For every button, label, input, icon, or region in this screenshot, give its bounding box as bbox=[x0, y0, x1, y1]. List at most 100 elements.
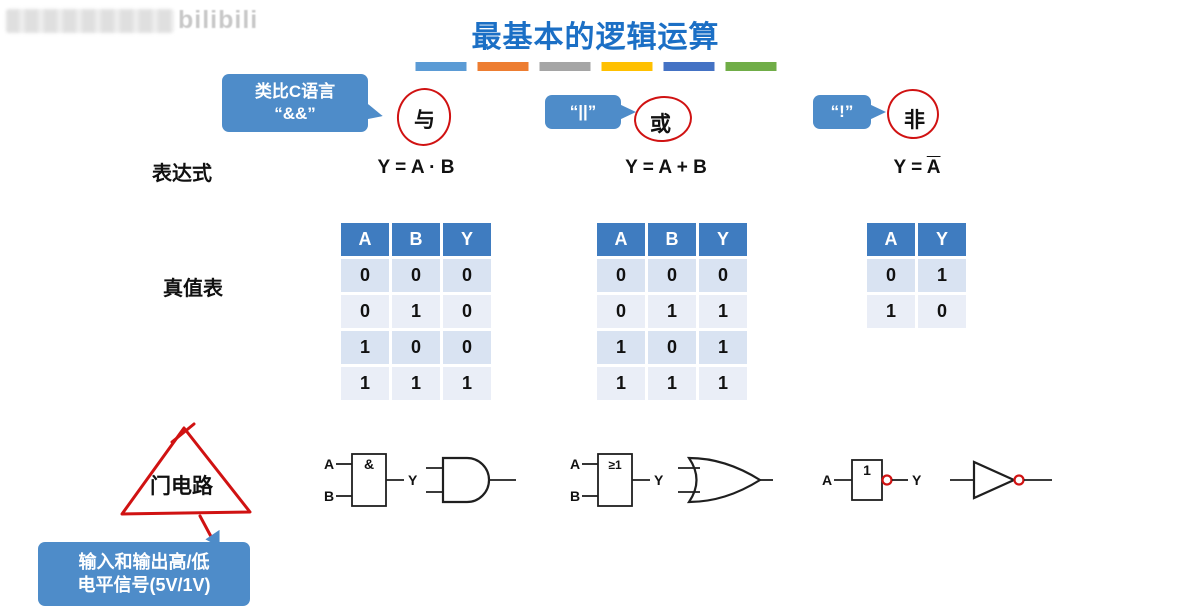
truth-header-cell: B bbox=[392, 223, 440, 256]
not-bubble bbox=[1013, 474, 1025, 486]
iec-and-gate: A B & Y bbox=[324, 453, 418, 507]
truth-header-cell: A bbox=[341, 223, 389, 256]
truth-cell: 0 bbox=[918, 295, 966, 328]
red-triangle-annotation bbox=[120, 422, 252, 546]
page-title: 最基本的逻辑运算 bbox=[471, 21, 720, 54]
divider-segment bbox=[477, 62, 528, 71]
callout-text: 输入和输出高/低 bbox=[78, 551, 210, 572]
truth-header-row: A Y bbox=[867, 223, 966, 256]
svg-text:A: A bbox=[822, 472, 832, 488]
expr-not: Y = A bbox=[862, 157, 972, 179]
callout-text: 类比C语言 bbox=[254, 81, 336, 101]
truth-row: 0 1 0 bbox=[341, 295, 491, 328]
callout-c-and: 类比C语言 “&&” bbox=[222, 74, 385, 132]
truth-row: 1 0 0 bbox=[341, 331, 491, 364]
svg-text:Y: Y bbox=[654, 472, 664, 488]
truth-cell: 0 bbox=[648, 331, 696, 364]
ansi-not-gate bbox=[950, 460, 1052, 500]
truth-cell: 1 bbox=[699, 331, 747, 364]
truth-cell: 0 bbox=[867, 259, 915, 292]
truth-header-cell: A bbox=[867, 223, 915, 256]
callout-c-or: “||” bbox=[545, 95, 636, 129]
svg-text:Y: Y bbox=[408, 472, 418, 488]
truth-cell: 0 bbox=[597, 295, 645, 328]
truth-cell: 0 bbox=[443, 331, 491, 364]
truth-header-row: A B Y bbox=[341, 223, 491, 256]
not-bubble bbox=[881, 474, 893, 486]
iec-not-gate: A 1 Y bbox=[822, 459, 922, 501]
bilibili-watermark: bilibili bbox=[178, 6, 259, 34]
expr-not-var-overline: A bbox=[926, 157, 941, 178]
truth-cell: 0 bbox=[392, 331, 440, 364]
truth-cell: 0 bbox=[443, 295, 491, 328]
truth-cell: 1 bbox=[699, 295, 747, 328]
truth-row: 0 0 0 bbox=[341, 259, 491, 292]
truth-cell: 1 bbox=[597, 331, 645, 364]
red-circle-or bbox=[632, 93, 694, 145]
truth-row: 0 1 1 bbox=[597, 295, 747, 328]
truth-cell: 1 bbox=[392, 295, 440, 328]
op-not-name: 非 bbox=[904, 109, 925, 132]
callout-signal-levels: 输入和输出高/低 电平信号(5V/1V) bbox=[38, 526, 250, 606]
callout-tail bbox=[869, 104, 886, 120]
svg-text:B: B bbox=[570, 488, 580, 504]
ansi-or-gate bbox=[678, 456, 773, 504]
truth-cell: 0 bbox=[597, 259, 645, 292]
truth-cell: 1 bbox=[699, 367, 747, 400]
label-gate-circuit: 门电路 bbox=[150, 475, 213, 498]
svg-text:A: A bbox=[324, 456, 334, 472]
truth-cell: 1 bbox=[918, 259, 966, 292]
iec-or-gate: A B ≥1 Y bbox=[570, 453, 664, 507]
label-truth-table: 真值表 bbox=[163, 278, 223, 300]
truth-row: 1 1 1 bbox=[341, 367, 491, 400]
truth-header-cell: B bbox=[648, 223, 696, 256]
title-divider bbox=[415, 62, 776, 71]
callout-text: 电平信号(5V/1V) bbox=[77, 575, 211, 595]
truth-cell: 1 bbox=[341, 367, 389, 400]
truth-header-cell: A bbox=[597, 223, 645, 256]
svg-text:A: A bbox=[570, 456, 580, 472]
svg-text:1: 1 bbox=[863, 462, 871, 478]
truth-row: 1 1 1 bbox=[597, 367, 747, 400]
svg-text:Y: Y bbox=[912, 472, 922, 488]
truth-cell: 0 bbox=[341, 295, 389, 328]
truth-cell: 1 bbox=[341, 331, 389, 364]
expr-not-prefix: Y = bbox=[893, 157, 927, 178]
svg-text:B: B bbox=[324, 488, 334, 504]
truth-cell: 0 bbox=[341, 259, 389, 292]
divider-segment bbox=[725, 62, 776, 71]
op-or-name: 或 bbox=[650, 113, 671, 136]
truth-table-not: A Y 0 1 1 0 bbox=[864, 220, 969, 331]
truth-cell: 1 bbox=[443, 367, 491, 400]
truth-row: 0 0 0 bbox=[597, 259, 747, 292]
red-circle-and bbox=[392, 83, 456, 151]
truth-header-cell: Y bbox=[918, 223, 966, 256]
truth-cell: 1 bbox=[597, 367, 645, 400]
expr-and: Y = A · B bbox=[377, 157, 455, 178]
truth-cell: 1 bbox=[867, 295, 915, 328]
callout-text: “&&” bbox=[274, 104, 316, 123]
svg-text:&: & bbox=[364, 456, 374, 472]
divider-segment bbox=[415, 62, 466, 71]
callout-c-not: “!” bbox=[813, 95, 886, 129]
expr-or: Y = A + B bbox=[625, 157, 707, 178]
truth-cell: 1 bbox=[392, 367, 440, 400]
truth-cell: 0 bbox=[699, 259, 747, 292]
op-and-name: 与 bbox=[414, 109, 435, 132]
callout-text: “||” bbox=[569, 101, 597, 121]
truth-cell: 0 bbox=[443, 259, 491, 292]
truth-table-or: A B Y 0 0 0 0 1 1 1 0 1 1 1 1 bbox=[594, 220, 750, 403]
callout-tail bbox=[619, 104, 636, 120]
svg-text:≥1: ≥1 bbox=[608, 458, 622, 472]
truth-cell: 1 bbox=[648, 295, 696, 328]
truth-header-row: A B Y bbox=[597, 223, 747, 256]
truth-cell: 0 bbox=[392, 259, 440, 292]
red-circle-not bbox=[883, 85, 943, 143]
truth-cell: 0 bbox=[648, 259, 696, 292]
truth-cell: 1 bbox=[648, 367, 696, 400]
truth-header-cell: Y bbox=[443, 223, 491, 256]
truth-table-and: A B Y 0 0 0 0 1 0 1 0 0 1 1 1 bbox=[338, 220, 494, 403]
truth-row: 1 0 1 bbox=[597, 331, 747, 364]
truth-row: 0 1 bbox=[867, 259, 966, 292]
